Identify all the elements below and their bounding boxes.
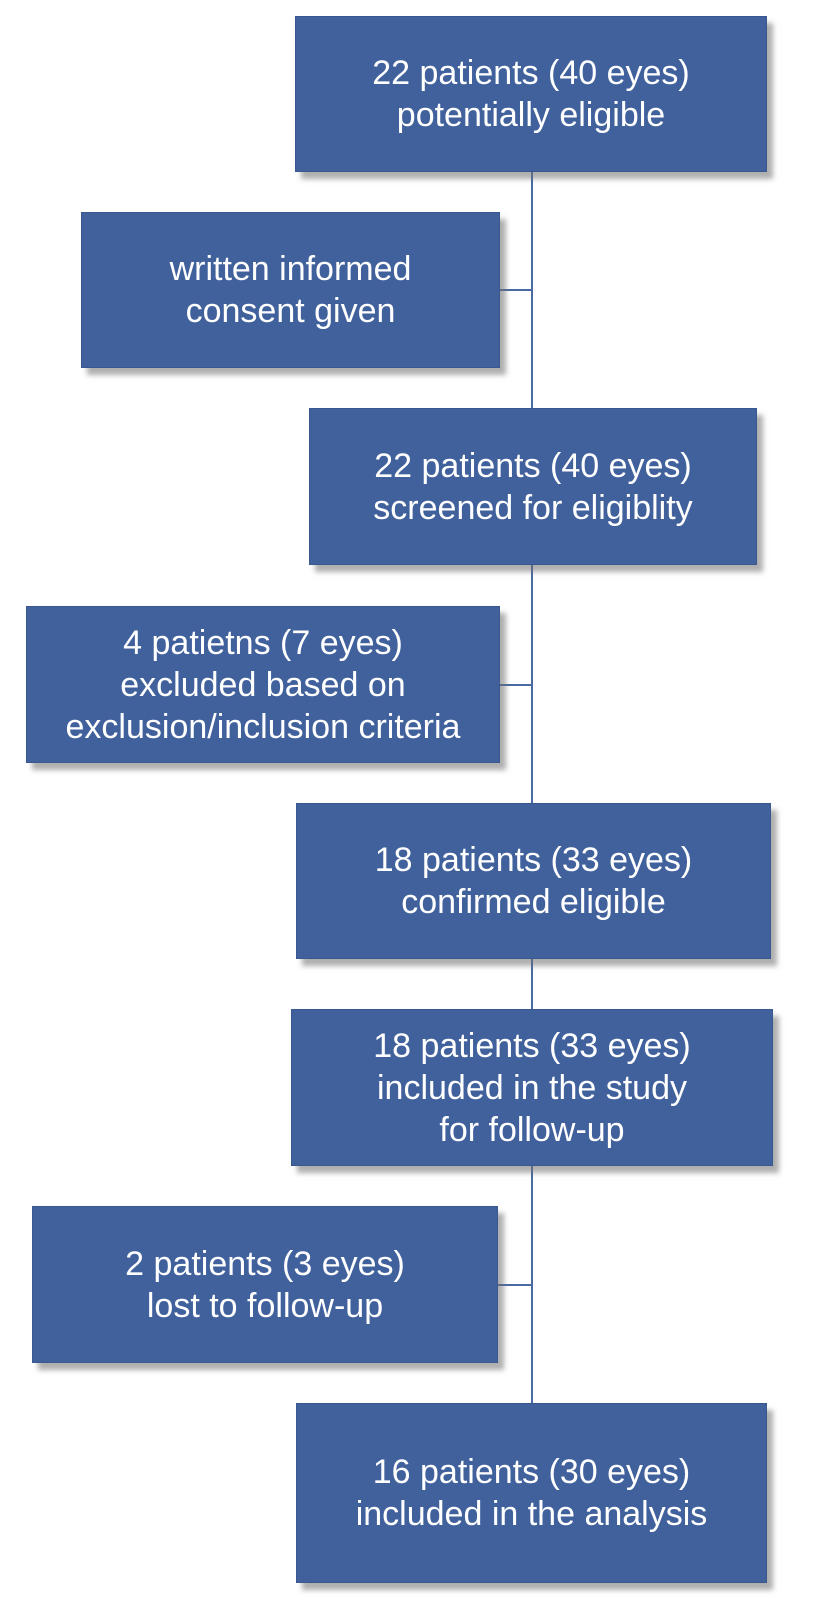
box-line: potentially eligible [396, 96, 666, 134]
box-line: for follow-up [439, 1110, 625, 1149]
branch-line-consent [500, 289, 533, 291]
box-line: screened for eligiblity [373, 488, 693, 527]
box-line: 22 patients (40 eyes) [374, 446, 692, 485]
box-potentially-eligible: 22 patients (40 eyes) potentially eligib… [295, 16, 767, 172]
box-line: 2 patients (3 eyes) [125, 1244, 405, 1283]
box-included-analysis: 16 patients (30 eyes) included in the an… [296, 1403, 767, 1583]
box-line: included in the analysis [355, 1495, 708, 1533]
box-line: excluded based on [120, 665, 406, 704]
main-flow-line [531, 170, 533, 1404]
box-confirmed-eligible: 18 patients (33 eyes) confirmed eligible [296, 803, 771, 959]
box-line: 18 patients (33 eyes) [373, 1026, 691, 1065]
box-line: consent given [185, 292, 396, 330]
box-line: included in the study [377, 1068, 687, 1107]
box-included-study: 18 patients (33 eyes) included in the st… [291, 1009, 773, 1166]
box-consent-given: written informed consent given [81, 212, 500, 368]
box-screened: 22 patients (40 eyes) screened for eligi… [309, 408, 757, 565]
box-line: 22 patients (40 eyes) [372, 54, 690, 92]
box-line: written informed [169, 250, 412, 288]
box-line: lost to follow-up [146, 1286, 384, 1325]
branch-line-excluded [500, 684, 533, 686]
box-line: 4 patietns (7 eyes) [123, 623, 403, 662]
box-excluded: 4 patietns (7 eyes) excluded based on ex… [26, 606, 500, 763]
branch-line-lost [498, 1284, 533, 1286]
box-line: 18 patients (33 eyes) [374, 841, 693, 879]
box-line: confirmed eligible [401, 883, 666, 921]
box-line: 16 patients (30 eyes) [372, 1453, 691, 1491]
box-lost-follow-up: 2 patients (3 eyes) lost to follow-up [32, 1206, 498, 1363]
box-line: exclusion/inclusion criteria [65, 707, 461, 746]
